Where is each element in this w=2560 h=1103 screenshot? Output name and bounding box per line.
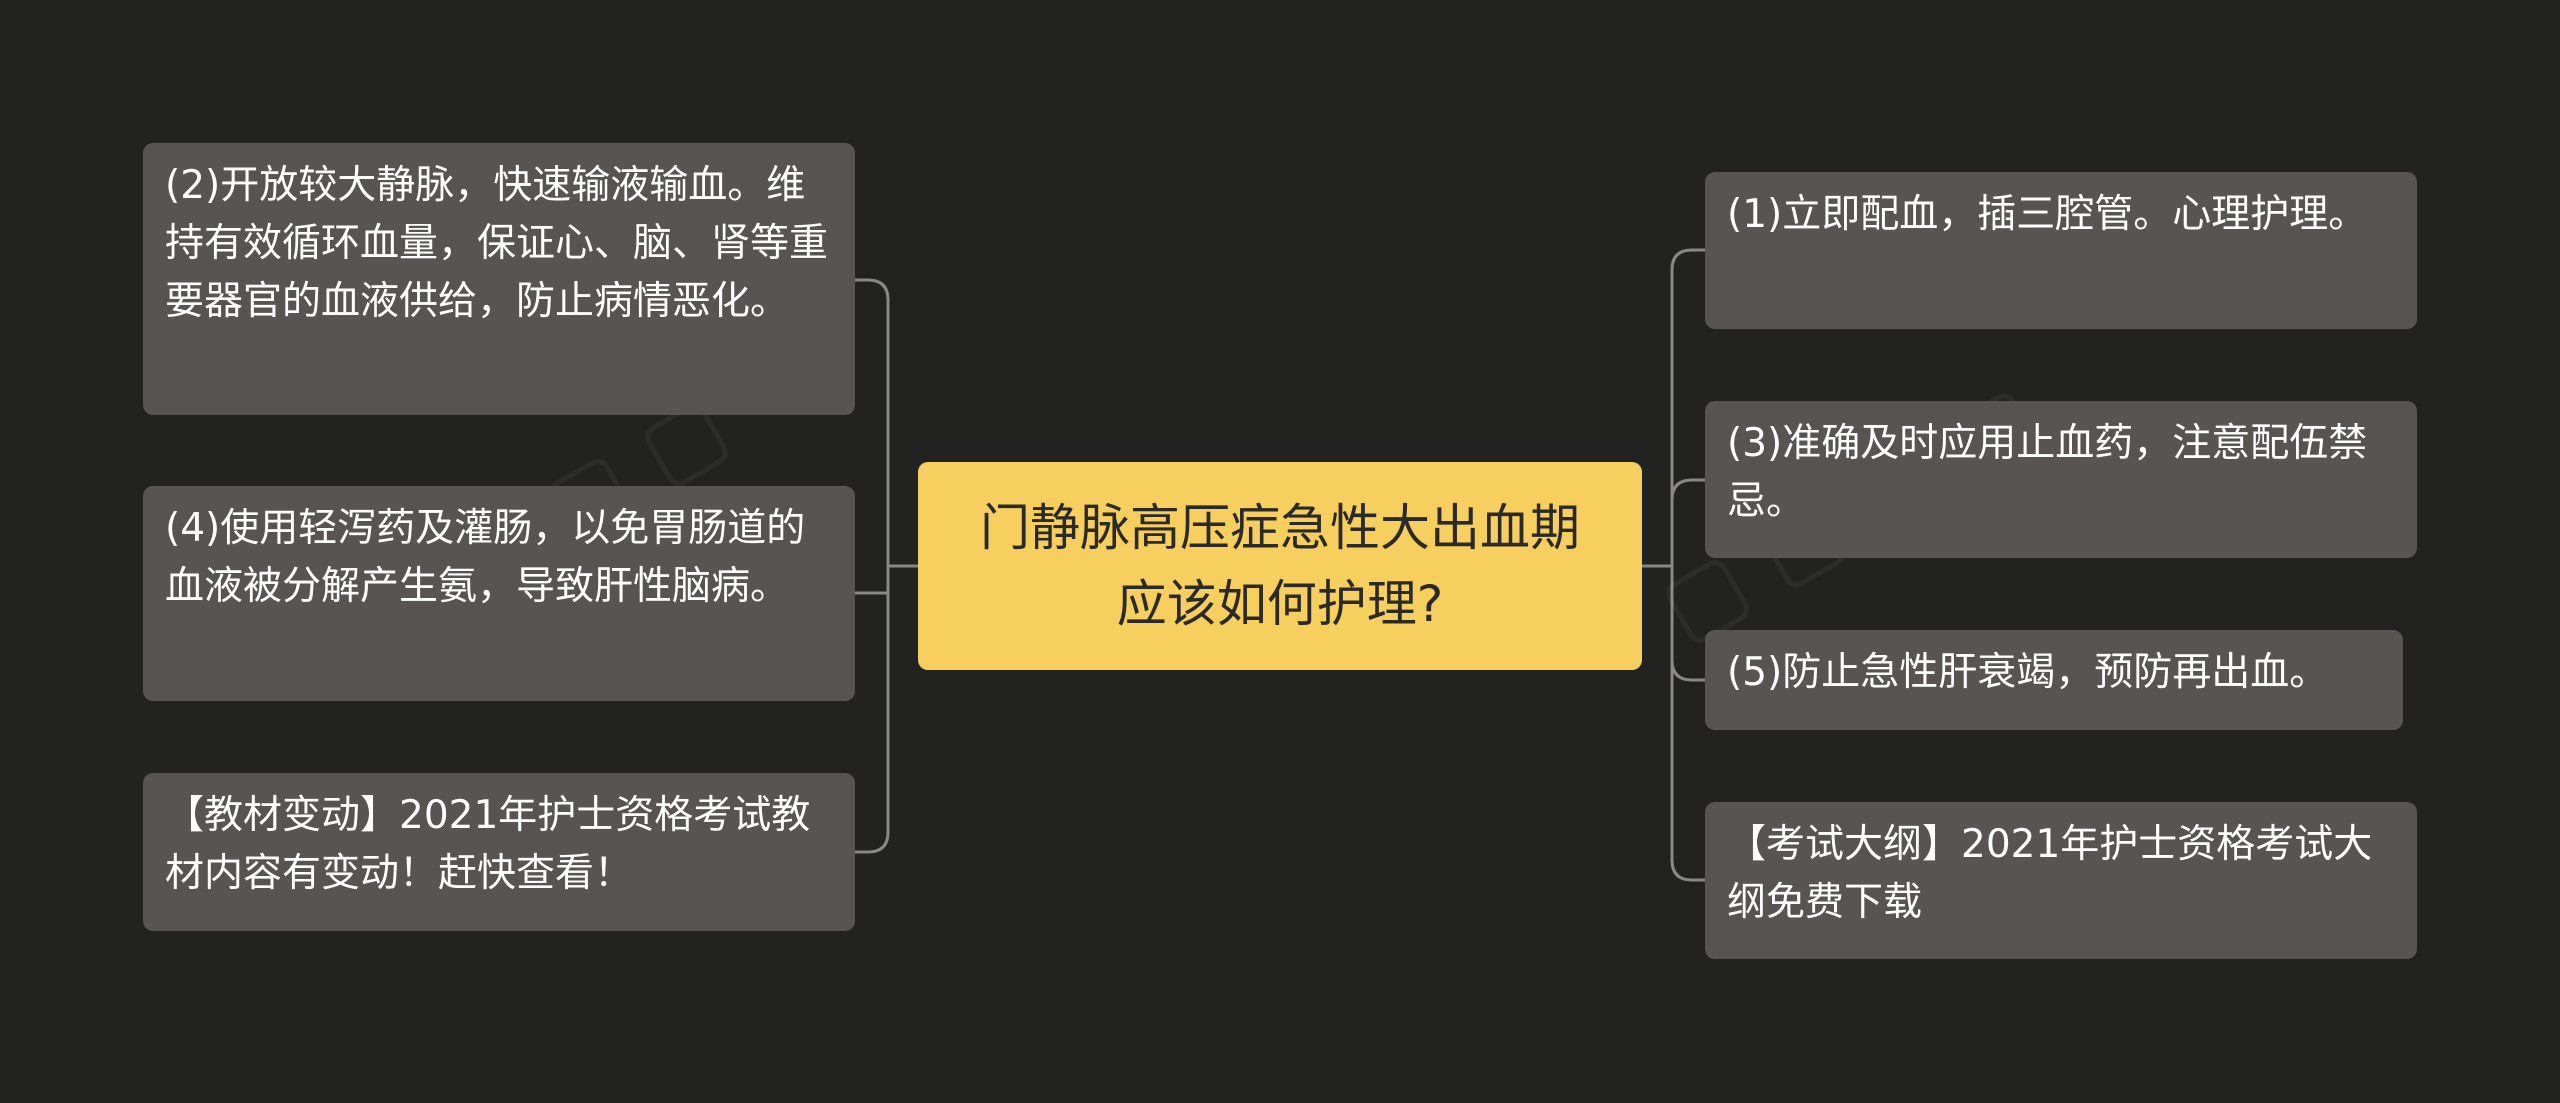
- topic-node-label: (5)防止急性肝衰竭，预防再出血。: [1727, 650, 2329, 695]
- topic-node-left-1[interactable]: (2)开放较大静脉，快速输液输血。维持有效循环血量，保证心、脑、肾等重要器官的血…: [143, 143, 855, 415]
- link-right-2: [1670, 478, 1705, 566]
- topic-node-label: 【教材变动】2021年护士资格考试教材内容有变动！赶快查看！: [165, 793, 811, 896]
- topic-node-right-3[interactable]: (5)防止急性肝衰竭，预防再出血。: [1705, 630, 2403, 730]
- topic-node-left-3[interactable]: 【教材变动】2021年护士资格考试教材内容有变动！赶快查看！: [143, 773, 855, 931]
- link-left-2: [855, 566, 890, 595]
- central-topic-label: 门静脉高压症急性大出血期应该如何护理?: [980, 499, 1580, 633]
- topic-node-right-2[interactable]: (3)准确及时应用止血药，注意配伍禁忌。: [1705, 401, 2417, 558]
- link-left-3: [855, 566, 890, 854]
- link-left-1: [855, 278, 890, 566]
- topic-node-label: (3)准确及时应用止血药，注意配伍禁忌。: [1727, 421, 2368, 524]
- link-right-4: [1670, 566, 1705, 882]
- topic-node-label: (4)使用轻泻药及灌肠，以免胃肠道的血液被分解产生氨，导致肝性脑病。: [165, 506, 806, 609]
- link-right-1: [1670, 248, 1705, 566]
- topic-node-left-2[interactable]: (4)使用轻泻药及灌肠，以免胃肠道的血液被分解产生氨，导致肝性脑病。: [143, 486, 855, 701]
- topic-node-label: 【考试大纲】2021年护士资格考试大纲免费下载: [1727, 822, 2373, 925]
- topic-node-label: (2)开放较大静脉，快速输液输血。维持有效循环血量，保证心、脑、肾等重要器官的血…: [165, 163, 829, 324]
- topic-node-label: (1)立即配血，插三腔管。心理护理。: [1727, 192, 2368, 237]
- topic-node-right-1[interactable]: (1)立即配血，插三腔管。心理护理。: [1705, 172, 2417, 329]
- topic-node-right-4[interactable]: 【考试大纲】2021年护士资格考试大纲免费下载: [1705, 802, 2417, 959]
- central-topic[interactable]: 门静脉高压症急性大出血期应该如何护理?: [918, 462, 1642, 670]
